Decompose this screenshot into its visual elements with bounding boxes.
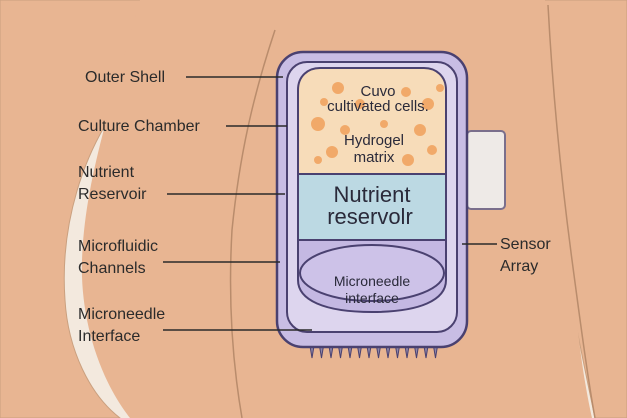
- nutrient-reservoir: [297, 173, 447, 241]
- label-microfluidic-2: Channels: [78, 260, 146, 277]
- cultivated-cells: [311, 82, 444, 166]
- cell-dot: [402, 154, 414, 166]
- label-nutrient-reservoir-1: Nutrient: [78, 164, 135, 181]
- sensor-array: [466, 130, 506, 210]
- microneedle-interface-top: [299, 244, 445, 302]
- label-microfluidic-1: Microfluidic: [78, 238, 158, 255]
- torso-edge: [547, 4, 596, 418]
- cell-dot: [314, 156, 322, 164]
- hydrogel-line1: Hydrogel: [344, 132, 404, 149]
- cells-line1: Cuvo: [360, 83, 395, 100]
- cell-dot: [340, 125, 350, 135]
- reservoir-line1: Nutrient: [333, 182, 410, 207]
- label-sensor-2: Array: [500, 258, 538, 275]
- label-culture-chamber: Culture Chamber: [78, 118, 201, 135]
- label-microneedle-2: Interface: [78, 328, 140, 345]
- cell-dot: [427, 145, 437, 155]
- cell-dot: [326, 146, 338, 158]
- cell-dot: [332, 82, 344, 94]
- leader-lines: [163, 76, 497, 331]
- cell-dot: [422, 98, 434, 110]
- cell-dot: [401, 87, 411, 97]
- label-outer-shell: Outer Shell: [85, 69, 165, 86]
- label-sensor-1: Sensor: [500, 236, 551, 253]
- cells-line2: cultivated cells.: [327, 98, 429, 115]
- label-microneedle-1: Microneedle: [78, 306, 165, 323]
- armpit-crease: [229, 29, 276, 418]
- microneedle-line1: Microneedle: [334, 273, 410, 289]
- microneedle-line2: interface: [345, 290, 399, 306]
- hydrogel-line2: matrix: [354, 149, 395, 166]
- cell-dot: [355, 99, 365, 109]
- reservoir-line2: reservolr: [327, 204, 413, 229]
- cell-dot: [380, 120, 388, 128]
- cell-dot: [320, 98, 328, 106]
- cell-dot: [436, 84, 444, 92]
- cell-dot: [414, 124, 426, 136]
- cell-dot: [311, 117, 325, 131]
- label-nutrient-reservoir-2: Reservoir: [78, 186, 147, 203]
